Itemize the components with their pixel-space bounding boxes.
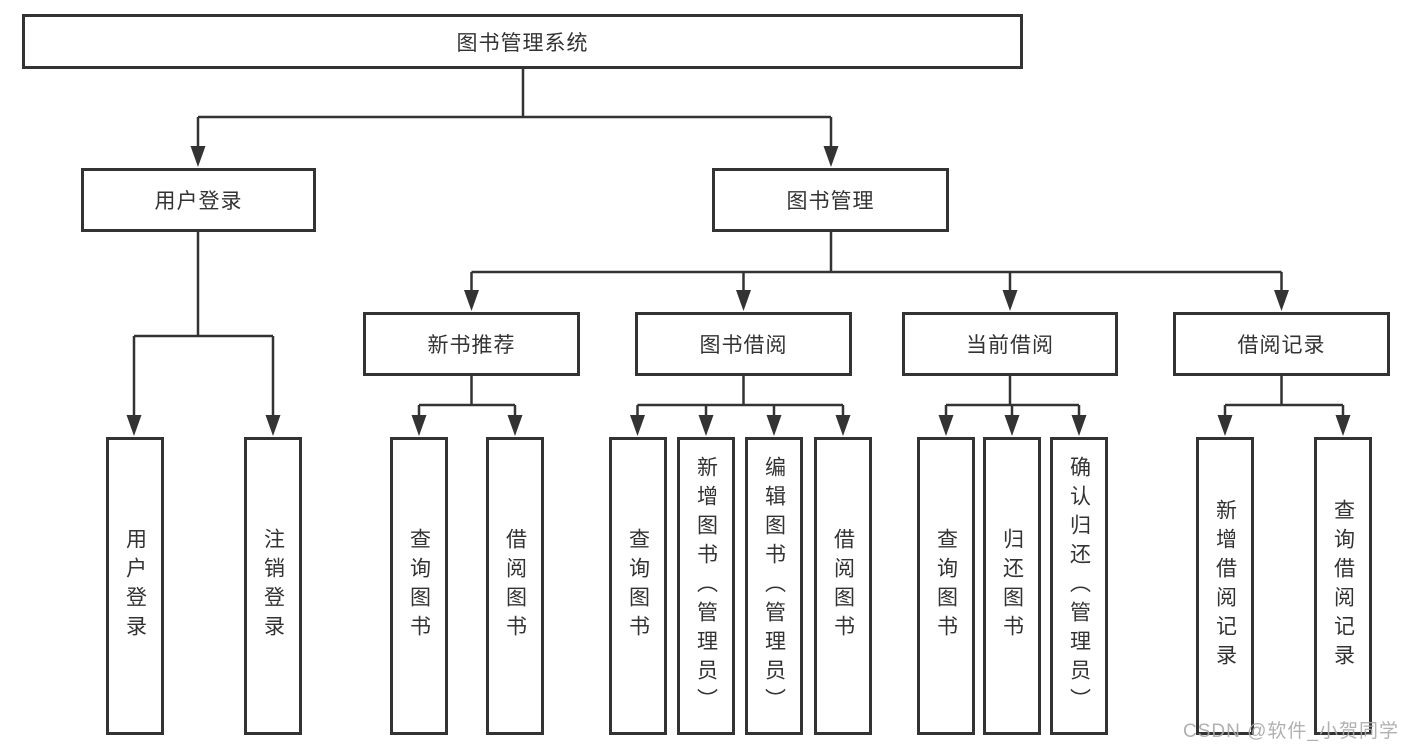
node-new-book-recommend-label: 新书推荐 [427,334,516,357]
node-root-label: 图书管理系统 [456,31,589,55]
node-cb-confirm-return-admin: 确认归还（管理员） [1050,437,1108,735]
connector-root-to-level2 [196,69,833,152]
node-borrowing-records-label: 借阅记录 [1237,334,1326,357]
connector-user-login-children [132,232,275,422]
csdn-watermark: CSDN @软件_小贺同学 [1183,721,1399,742]
node-cb-return-books-label: 归还图书 [1000,528,1024,644]
node-book-management: 图书管理 [712,168,949,232]
arrow-icon [938,415,954,436]
node-br-query-record: 查询借阅记录 [1314,437,1372,735]
node-nb-query-books: 查询图书 [390,437,448,735]
arrow-icon [823,146,839,167]
arrow-icon [1274,290,1289,311]
arrow-icon [630,415,645,436]
arrow-icon [190,146,206,167]
connector-book-borrow-children [636,376,845,422]
arrow-icon [1002,290,1018,311]
node-bb-edit-books-admin: 编辑图书（管理员） [745,437,803,735]
node-bb-add-books-admin-label: 新增图书（管理员） [694,455,718,717]
arrow-icon [411,415,427,436]
node-cb-return-books: 归还图书 [983,437,1041,735]
node-book-borrowing-label: 图书借阅 [699,334,788,357]
arrow-icon [1217,415,1233,436]
node-borrowing-records: 借阅记录 [1173,312,1390,376]
connector-current-borrow-children [944,376,1081,422]
node-br-query-record-label: 查询借阅记录 [1331,499,1355,673]
node-user-login-action: 用户登录 [106,437,164,735]
node-nb-borrow-books-label: 借阅图书 [503,528,527,644]
arrow-icon [835,415,851,436]
arrow-icon [507,415,523,436]
node-logout-action: 注销登录 [244,437,302,735]
node-nb-borrow-books: 借阅图书 [486,437,544,735]
connector-borrow-records-children [1223,376,1345,422]
node-bb-borrow-books-label: 借阅图书 [831,528,855,644]
arrow-icon [464,290,479,311]
node-nb-query-books-label: 查询图书 [407,528,431,644]
node-user-login-label: 用户登录 [154,190,243,213]
node-logout-action-label: 注销登录 [261,528,285,644]
node-br-add-record: 新增借阅记录 [1196,437,1254,735]
arrow-icon [1004,415,1020,436]
node-current-borrowing: 当前借阅 [902,312,1118,376]
node-book-management-label: 图书管理 [786,190,875,213]
arrow-icon [766,415,782,436]
node-cb-confirm-return-admin-label: 确认归还（管理员） [1067,455,1091,717]
node-bb-borrow-books: 借阅图书 [814,437,872,735]
node-bb-query-books: 查询图书 [609,437,667,735]
arrow-icon [736,290,751,311]
node-book-borrowing: 图书借阅 [635,312,852,376]
node-br-add-record-label: 新增借阅记录 [1213,499,1237,673]
node-user-login-action-label: 用户登录 [123,528,147,644]
arrow-icon [1071,415,1087,436]
connector-book-mgmt-to-level3 [470,232,1283,297]
arrowheads [126,146,1351,436]
node-cb-query-books-label: 查询图书 [934,528,958,644]
arrow-icon [265,415,281,436]
arrow-icon [1335,415,1351,436]
node-cb-query-books: 查询图书 [917,437,975,735]
node-root: 图书管理系统 [22,14,1023,69]
node-bb-query-books-label: 查询图书 [626,528,650,644]
node-current-borrowing-label: 当前借阅 [966,334,1054,357]
arrow-icon [698,415,714,436]
node-new-book-recommend: 新书推荐 [363,312,580,376]
arrow-icon [126,415,142,436]
connector-new-book-children [417,376,517,422]
node-user-login: 用户登录 [81,168,316,232]
node-bb-edit-books-admin-label: 编辑图书（管理员） [762,455,786,717]
node-bb-add-books-admin: 新增图书（管理员） [677,437,735,735]
